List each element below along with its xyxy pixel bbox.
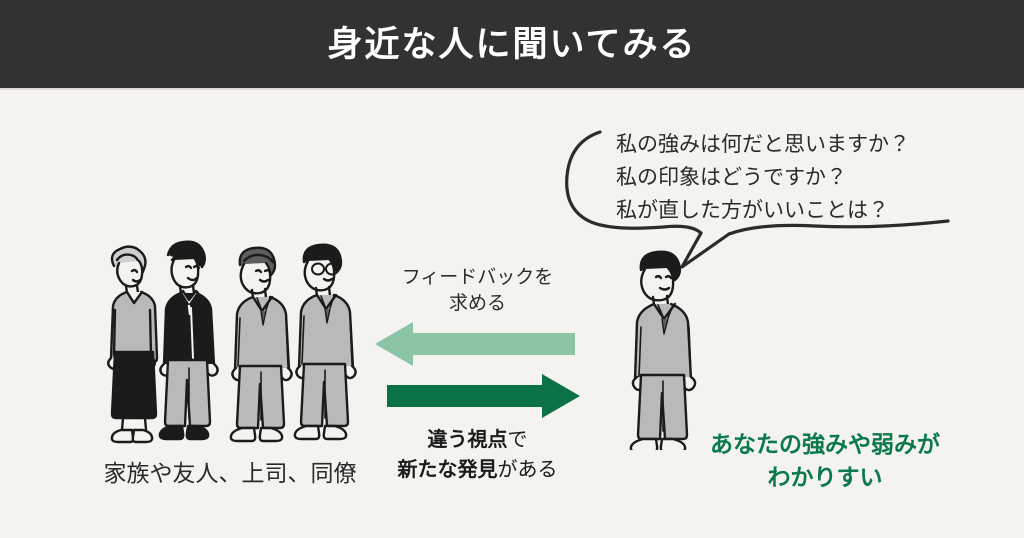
- arrow-label-feedback-line-1: フィードバックを: [401, 267, 554, 288]
- self-person-svg: [629, 250, 697, 454]
- speech-bubble-outline: [565, 130, 950, 269]
- arrow-label-feedback: フィードバックを 求める: [370, 265, 585, 317]
- arrow-label-bold-2: 新たな発見: [397, 459, 498, 481]
- caption-self-benefit: あなたの強みや弱みが わかりすい: [660, 428, 990, 494]
- header-divider: [0, 88, 1024, 90]
- speech-bubble-text: 私の強みは何だと思いますか？ 私の印象はどうですか？ 私が直した方がいいことは？: [616, 128, 976, 227]
- speech-bubble-line-2: 私の印象はどうですか？: [616, 166, 847, 189]
- arrow-left-icon: [375, 322, 575, 366]
- self-person-illustration: [605, 245, 730, 454]
- arrow-right: [375, 372, 580, 420]
- arrow-right-icon: [387, 374, 580, 418]
- caption-self-benefit-line-1: あなたの強みや弱みが: [710, 431, 940, 457]
- person-woman: [107, 245, 159, 444]
- group-people-svg: [107, 240, 357, 444]
- arrow-label-normal-1: で: [507, 429, 528, 451]
- arrow-label-feedback-line-2: 求める: [448, 293, 506, 314]
- caption-group-people-text: 家族や友人、上司、同僚: [103, 460, 357, 486]
- arrow-label-new-perspective-line-1: 違う視点で: [365, 425, 590, 455]
- arrow-label-bold-1: 違う視点: [427, 429, 508, 451]
- header-bar: 身近な人に聞いてみる: [0, 0, 1024, 88]
- person-man-gray-suit-glasses: [293, 243, 357, 441]
- caption-self-benefit-line-2: わかりすい: [767, 464, 883, 490]
- arrow-label-normal-2: がある: [497, 459, 558, 481]
- feedback-arrows-block: フィードバックを 求める 違う視点で 新たな発見がある: [370, 265, 585, 535]
- person-man-black-jacket: [158, 240, 219, 441]
- arrow-label-new-perspective: 違う視点で 新たな発見がある: [365, 425, 590, 485]
- caption-group-people: 家族や友人、上司、同僚: [40, 458, 420, 488]
- arrow-left: [375, 320, 575, 368]
- diagram-stage: フィードバックを 求める 違う視点で 新たな発見がある: [0, 90, 1024, 538]
- page-title: 身近な人に聞いてみる: [327, 24, 697, 64]
- speech-bubble: 私の強みは何だと思いますか？ 私の印象はどうですか？ 私が直した方がいいことは？: [556, 120, 976, 280]
- speech-bubble-line-3: 私が直した方がいいことは？: [616, 199, 889, 222]
- speech-bubble-line-1: 私の強みは何だと思いますか？: [616, 133, 910, 156]
- group-people-illustration: [90, 240, 370, 455]
- arrow-label-new-perspective-line-2: 新たな発見がある: [365, 455, 590, 485]
- person-man-gray-suit: [229, 246, 293, 443]
